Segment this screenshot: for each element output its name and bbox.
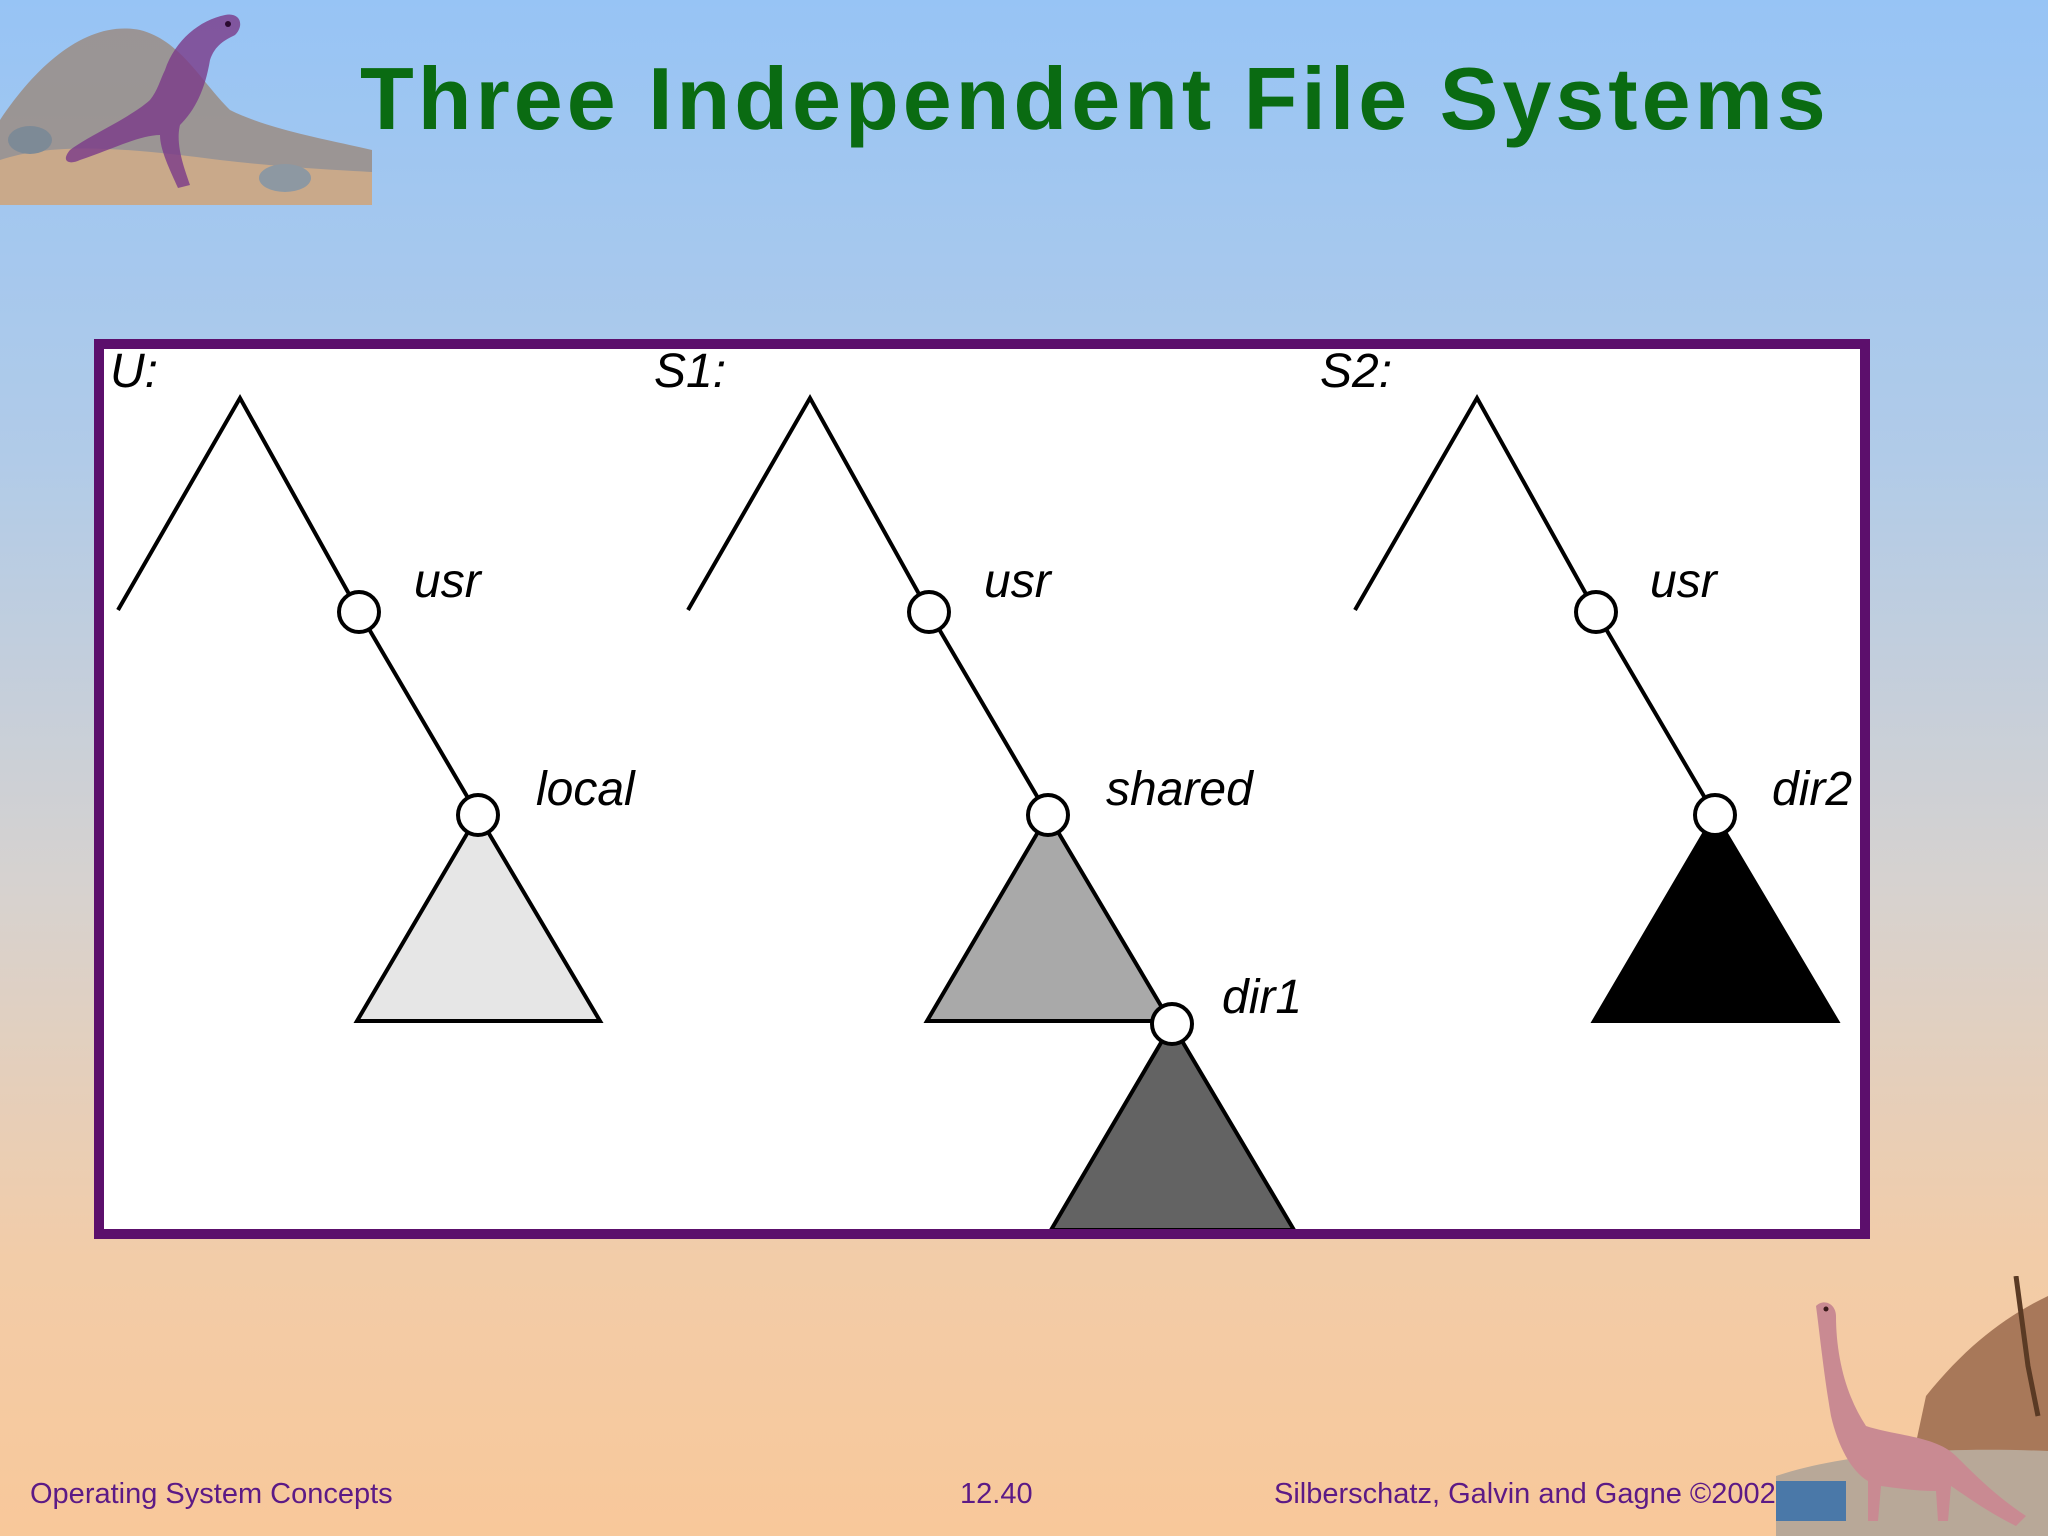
edge-usr-local	[357, 610, 480, 817]
node-usr	[337, 590, 381, 634]
node-label-dir1: dir1	[1222, 971, 1302, 1024]
node-label-usr: usr	[414, 555, 483, 608]
brontosaurus-dinosaur-icon	[1776, 1276, 2048, 1536]
node-label-dir2: dir2	[1772, 763, 1852, 816]
node-dir2	[1693, 793, 1737, 837]
root-branches	[686, 393, 931, 613]
fs-label-s2: S2:	[1320, 349, 1392, 398]
node-dir1	[1150, 1002, 1194, 1046]
subtree-local	[353, 811, 604, 1023]
subtree-dir1	[1049, 1020, 1296, 1229]
footer-course-title: Operating System Concepts	[30, 1478, 393, 1510]
fs-label-s1: S1:	[654, 349, 726, 398]
trex-dinosaur-icon	[0, 14, 372, 205]
subtree-dir2	[1590, 811, 1841, 1023]
footer-slide-number: 12.40	[960, 1478, 1033, 1510]
node-usr	[1574, 590, 1618, 634]
node-label-local: local	[536, 763, 636, 816]
node-shared	[1026, 793, 1070, 837]
file-system-u: U: usr local	[110, 349, 636, 1023]
footer-copyright: Silberschatz, Galvin and Gagne ©2002	[1274, 1478, 1776, 1510]
node-usr	[907, 590, 951, 634]
file-system-s2: S2: usr dir2	[1320, 349, 1852, 1023]
root-branches	[1353, 393, 1598, 613]
edge-usr-shared	[927, 610, 1050, 817]
node-label-shared: shared	[1106, 763, 1254, 816]
node-label-usr: usr	[984, 555, 1053, 608]
file-systems-diagram: U: usr local S1: usr shared dir1 S2:	[110, 349, 1852, 1229]
root-branches	[116, 393, 361, 613]
fs-label-u: U:	[110, 349, 158, 398]
slide-title: Three Independent File Systems	[360, 49, 1830, 148]
figure-frame: U: usr local S1: usr shared dir1 S2:	[94, 339, 1870, 1239]
node-local	[456, 793, 500, 837]
node-label-usr: usr	[1650, 555, 1719, 608]
edge-usr-dir2	[1594, 610, 1717, 817]
subtree-shared	[923, 811, 1174, 1023]
file-system-s1: S1: usr shared dir1	[654, 349, 1302, 1229]
